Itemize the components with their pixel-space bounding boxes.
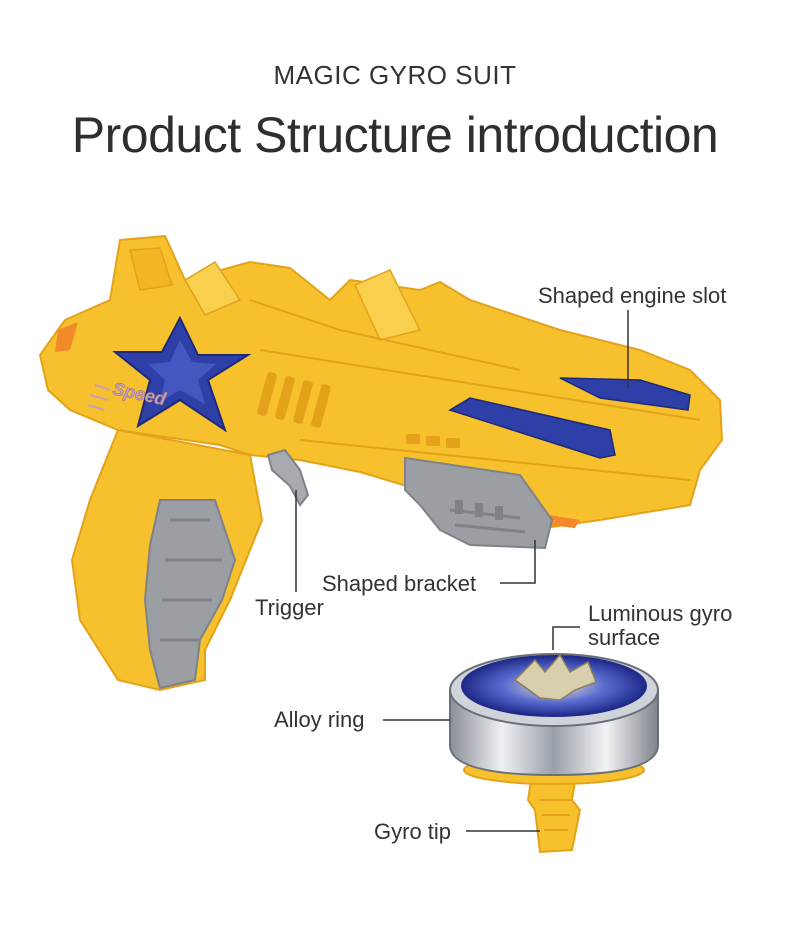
barrel-accent [448,397,616,459]
callout-trigger: Trigger [255,595,324,620]
callout-gyro-tip: Gyro tip [374,819,452,844]
callout-luminous-surface: Luminous gyro surface [588,601,733,650]
page-title: Product Structure introduction [71,107,719,163]
callout-lines [295,310,629,832]
subtitle: MAGIC GYRO SUIT [273,60,517,90]
engine-slot [559,377,691,411]
grip-pad [143,499,237,690]
blaster-toy: Speed [38,234,724,692]
trigger [266,448,310,507]
callout-engine-slot: Shaped engine slot [538,283,727,308]
gyro-tip [526,774,582,854]
callout-bracket: Shaped bracket [322,571,477,596]
vent-slots [257,372,331,428]
callout-alloy-ring: Alloy ring [274,707,365,732]
gyro-top [449,653,659,854]
